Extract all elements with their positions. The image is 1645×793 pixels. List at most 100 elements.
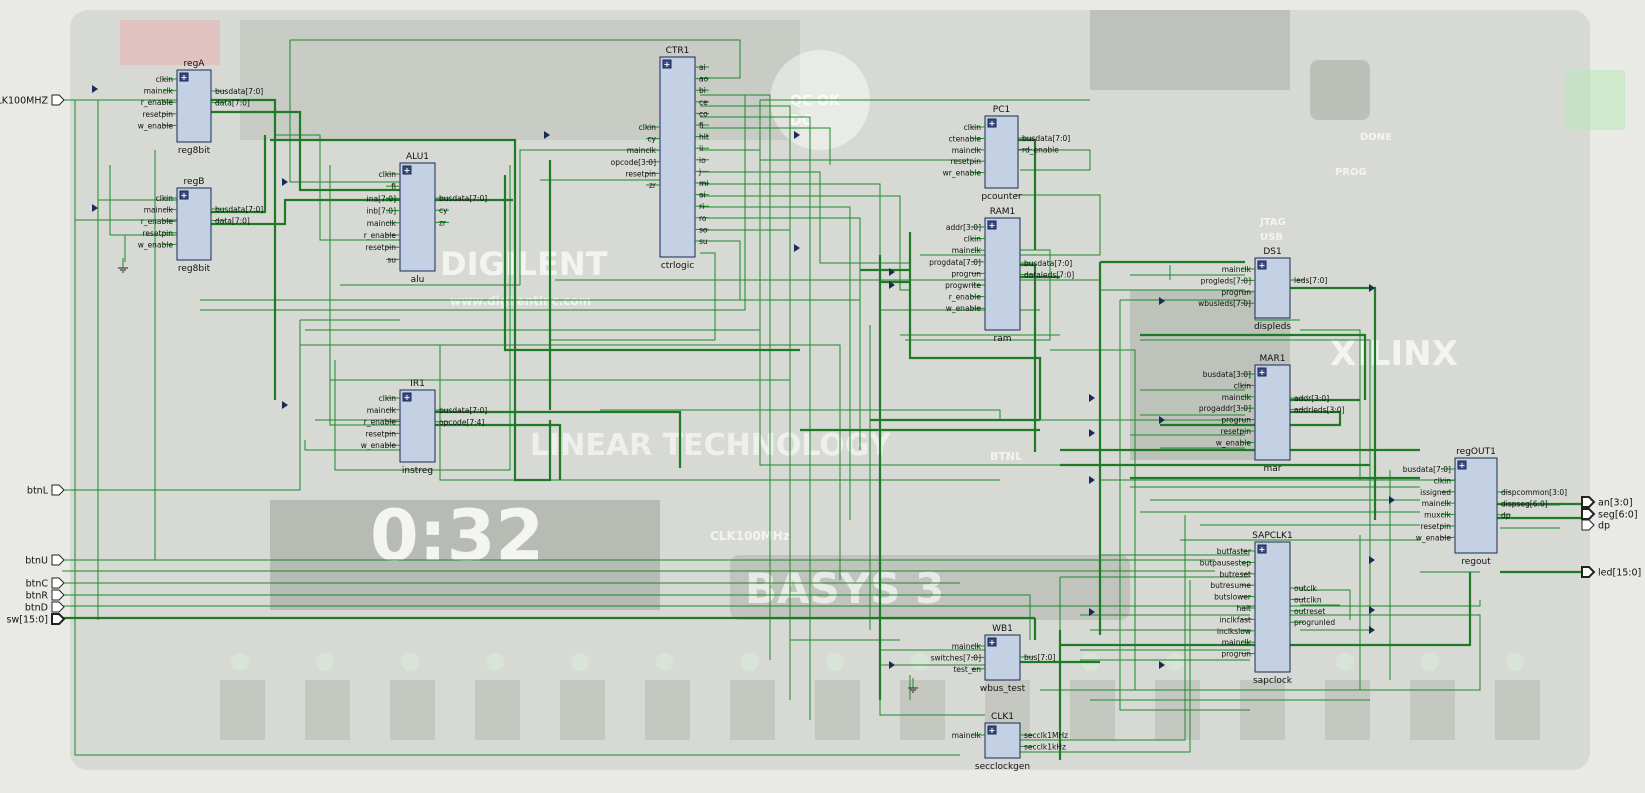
block-regb[interactable]: regB+reg8bitclkinmainclkr_enableresetpin… — [138, 177, 264, 274]
seven-seg-display — [270, 500, 660, 610]
expand-plus-icon — [179, 190, 189, 200]
input-pin-w_enable: w_enable — [361, 441, 397, 450]
wire-junction-arrow-1 — [92, 204, 98, 212]
input-port-clk100mhz[interactable]: CLK100MHZ — [0, 94, 65, 107]
wire-net-90 — [1300, 329, 1361, 480]
output-port-led-15-0-[interactable]: led[15:0] — [1581, 566, 1641, 579]
expand-plus-glyph: + — [1259, 545, 1266, 554]
input-port-btnc[interactable]: btnC — [26, 577, 65, 590]
bus-net-4 — [270, 138, 552, 482]
board-led-13 — [1336, 653, 1354, 671]
input-pin-resetpin: resetpin — [142, 229, 173, 238]
output-pin-dispseg-6-0-: dispseg[6:0] — [1501, 499, 1548, 508]
input-port-btnd[interactable]: btnD — [25, 601, 65, 614]
input-pin-clkin: clkin — [964, 123, 982, 132]
expand-plus-icon — [1257, 367, 1267, 377]
block-mar1[interactable]: MAR1+marbusdata[3:0]clkinmainclkprogaddr… — [1199, 354, 1345, 474]
input-pin-progrun: progrun — [1221, 416, 1251, 425]
block-ctr1[interactable]: CTR1+ctrlogicclkincymainclkopcode[3:0]re… — [611, 46, 709, 271]
block-instance-name: PC1 — [993, 105, 1010, 115]
block-rega[interactable]: regA+reg8bitclkinmainclkr_enableresetpin… — [138, 59, 264, 156]
red-connector — [120, 20, 220, 65]
board-led-11 — [1166, 653, 1184, 671]
input-pin-mainclk: mainclk — [952, 731, 982, 740]
board-usb-area — [1090, 10, 1290, 90]
block-type-name: ctrlogic — [661, 261, 694, 271]
input-pin-ctenable: ctenable — [949, 134, 982, 143]
input-pin-busdata-3-0-: busdata[3:0] — [1203, 370, 1251, 379]
input-pin-mainclk: mainclk — [952, 642, 982, 651]
wire-junction-arrow-16 — [1089, 476, 1095, 484]
wire-junction-arrow-17 — [1369, 284, 1375, 292]
input-pin-resetpin: resetpin — [365, 429, 396, 438]
input-pin-test_en: test_en — [953, 665, 981, 674]
block-pc1[interactable]: PC1+pcounterclkinctenablemainclkresetpin… — [943, 105, 1071, 202]
board-led-3 — [486, 653, 504, 671]
output-pin-outclk: outclk — [1294, 584, 1317, 593]
input-pin-resetpin: resetpin — [625, 169, 656, 178]
wire-net-17 — [304, 440, 400, 451]
block-ds1[interactable]: DS1+displedsmainclkprogleds[7:0]progrunw… — [1198, 247, 1327, 332]
input-pin-resetpin: resetpin — [950, 157, 981, 166]
output-port-dp[interactable]: dp — [1581, 519, 1610, 532]
expand-plus-glyph: + — [989, 221, 996, 230]
wire-net-75 — [200, 95, 746, 311]
port-label: sw[15:0] — [7, 615, 48, 626]
wire-net-14 — [275, 134, 400, 241]
input-pin-mainclk: mainclk — [1222, 638, 1252, 647]
input-pin-mainclk: mainclk — [1222, 393, 1252, 402]
input-pin-progleds-7-0-: progleds[7:0] — [1201, 276, 1251, 285]
output-port-seg-6-0-[interactable]: seg[6:0] — [1581, 508, 1638, 521]
input-pin-mainclk: mainclk — [952, 246, 982, 255]
board-switch-3 — [475, 680, 520, 740]
board-led-0 — [231, 653, 249, 671]
port-label: btnL — [27, 486, 49, 497]
block-alu1[interactable]: ALU1+aluclkinfiina[7:0]inb[7:0]mainclkr_… — [364, 152, 488, 285]
block-body — [1254, 364, 1291, 461]
expand-plus-glyph: + — [1459, 461, 1466, 470]
input-port-btnr[interactable]: btnR — [26, 589, 65, 602]
input-port-sw-15-0-[interactable]: sw[15:0] — [7, 613, 66, 626]
port-label: seg[6:0] — [1598, 510, 1638, 521]
bus-net-7 — [435, 423, 562, 480]
board-switch-1 — [305, 680, 350, 740]
block-sapclk1[interactable]: SAPCLK1+sapclockbutfasterbutpausestepbut… — [1200, 531, 1336, 686]
bus-net-0 — [210, 98, 277, 400]
input-port-btnu[interactable]: btnU — [25, 554, 65, 567]
input-pin-mainclk: mainclk — [627, 146, 657, 155]
output-pin-addr-3-0-: addr[3:0] — [1294, 394, 1329, 403]
reset-button — [1310, 60, 1370, 120]
block-regout1[interactable]: regOUT1+regoutbusdata[7:0]clkinissignedm… — [1403, 447, 1567, 567]
port-arrow-icon — [51, 613, 66, 625]
port-arrow-icon — [51, 94, 65, 106]
input-pin-clkin: clkin — [379, 170, 397, 179]
board-led-5 — [656, 653, 674, 671]
block-wb1[interactable]: WB1+wbus_testmainclkswitches[7:0]test_en… — [931, 624, 1056, 694]
block-ram1[interactable]: RAM1+ramaddr[3:0]clkinmainclkprogdata[7:… — [929, 207, 1074, 344]
port-label: an[3:0] — [1598, 498, 1633, 509]
block-instance-name: regA — [184, 59, 206, 69]
expand-plus-icon — [1257, 260, 1267, 270]
output-pin-ce: ce — [699, 98, 708, 107]
input-pin-resetpin: resetpin — [1220, 427, 1251, 436]
output-pin-bi: bi — [699, 86, 706, 95]
board-silkscreen-0: DIGILENT — [440, 245, 608, 283]
input-pin-butpausestep: butpausestep — [1200, 558, 1252, 567]
expand-plus-glyph: + — [181, 73, 188, 82]
input-port-btnl[interactable]: btnL — [27, 484, 65, 497]
input-pin-muxclk: muxclk — [1424, 511, 1452, 520]
output-port-an-3-0-[interactable]: an[3:0] — [1581, 496, 1633, 509]
wire-junction-arrow-15 — [1389, 496, 1395, 504]
input-pin-su: su — [387, 255, 396, 264]
input-pin-mainclk: mainclk — [1222, 265, 1252, 274]
input-pin-clkin: clkin — [1234, 381, 1252, 390]
block-ir1[interactable]: IR1+instregclkinmainclkr_enableresetpinw… — [361, 379, 488, 476]
block-instance-name: CLK1 — [991, 712, 1014, 722]
wire-junction-arrow-10 — [1089, 429, 1095, 437]
bus-net-35 — [1060, 572, 1472, 647]
block-body — [659, 56, 696, 258]
port-arrow-icon — [51, 589, 65, 601]
